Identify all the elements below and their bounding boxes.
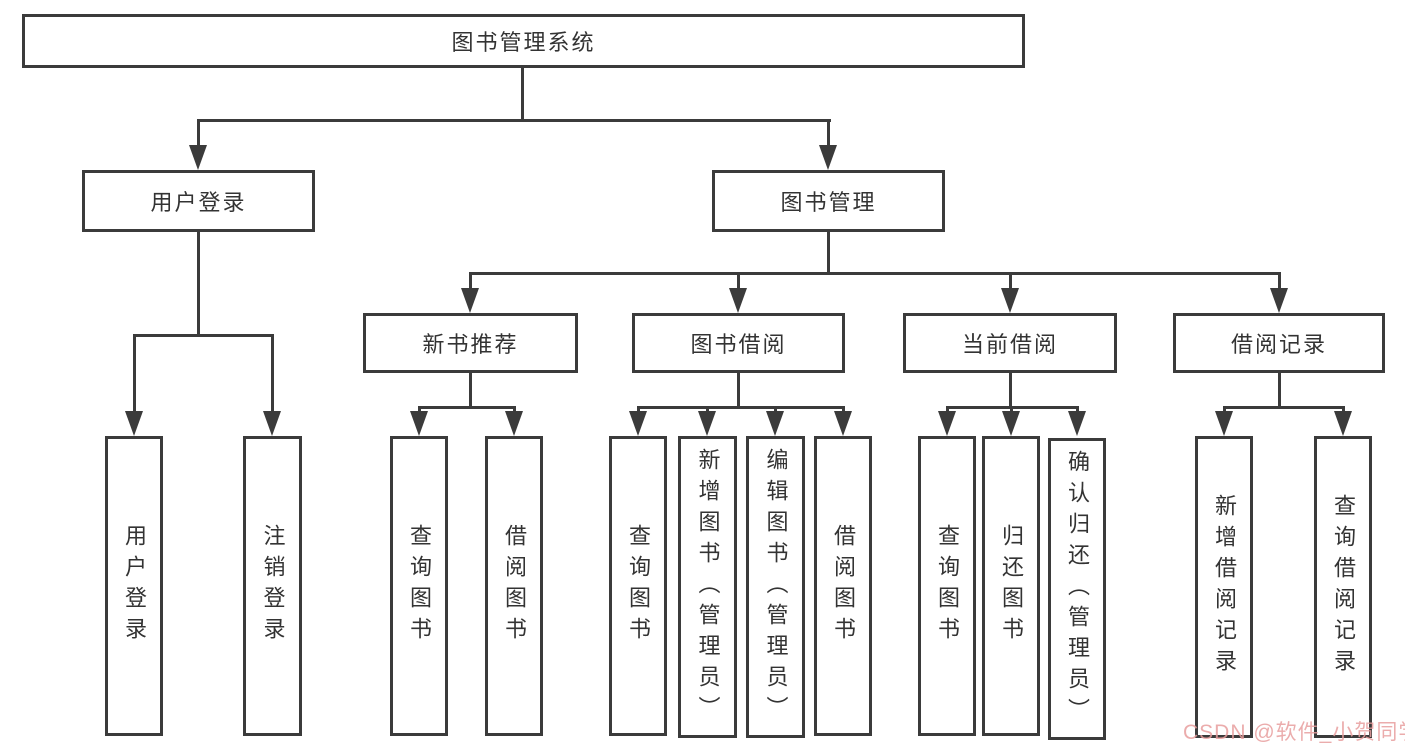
leaf-borrow-books: 借阅图书 [814,436,872,736]
arrow-down-icon [125,411,143,436]
leaf-logout: 注销登录 [243,436,302,736]
connector-line [197,119,200,147]
connector-line [774,406,777,413]
arrow-down-icon [1068,411,1086,436]
arrow-down-icon [410,411,428,436]
connector-line [827,119,830,147]
connector-line [1223,406,1226,413]
node-book-borrow: 图书借阅 [632,313,845,373]
node-book-management: 图书管理 [712,170,945,232]
leaf-recommend-borrow-books: 借阅图书 [485,436,543,736]
connector-line [1278,272,1281,288]
arrow-down-icon [1334,411,1352,436]
leaf-recommend-query-books: 查询图书 [390,436,448,736]
node-user-login: 用户登录 [82,170,315,232]
connector-line [271,334,274,412]
node-new-book-recommend: 新书推荐 [363,313,578,373]
leaf-borrow-query-books: 查询图书 [609,436,667,736]
leaf-current-query-books: 查询图书 [918,436,976,736]
leaf-add-books-admin: 新增图书（管理员） [678,436,737,738]
connector-line [197,232,200,337]
leaf-user-login: 用户登录 [105,436,163,736]
arrow-down-icon [938,411,956,436]
node-borrow-records: 借阅记录 [1173,313,1385,373]
leaf-return-books: 归还图书 [982,436,1040,736]
connector-line [133,334,136,412]
connector-line [946,406,949,413]
connector-line [842,406,845,413]
leaf-add-borrow-record: 新增借阅记录 [1195,436,1253,738]
connector-line [637,406,845,409]
connector-line [1223,406,1345,409]
connector-line [1009,373,1012,409]
leaf-query-borrow-record: 查询借阅记录 [1314,436,1372,738]
connector-line [197,119,831,122]
arrow-down-icon [505,411,523,436]
connector-line [827,232,830,274]
connector-line [418,406,516,409]
arrow-down-icon [698,411,716,436]
connector-line [1342,406,1345,413]
connector-line [1009,272,1012,288]
arrow-down-icon [1001,288,1019,313]
connector-line [513,406,516,413]
node-current-borrow: 当前借阅 [903,313,1117,373]
connector-line [1010,406,1013,413]
node-root-system: 图书管理系统 [22,14,1025,68]
arrow-down-icon [263,411,281,436]
connector-line [637,406,640,413]
connector-line [469,272,472,288]
arrow-down-icon [1002,411,1020,436]
connector-line [706,406,709,413]
arrow-down-icon [729,288,747,313]
connector-line [737,373,740,409]
connector-line [737,272,740,288]
arrow-down-icon [819,145,837,170]
connector-line [418,406,421,413]
arrow-down-icon [189,145,207,170]
connector-line [133,334,273,337]
arrow-down-icon [1215,411,1233,436]
connector-line [521,68,524,122]
connector-line [1278,373,1281,409]
leaf-confirm-return-admin: 确认归还（管理员） [1048,438,1106,740]
watermark: CSDN @软件_小贺同学 [1183,721,1405,744]
connector-line [469,373,472,409]
connector-line [469,272,1280,275]
arrow-down-icon [461,288,479,313]
arrow-down-icon [629,411,647,436]
leaf-edit-books-admin: 编辑图书（管理员） [746,436,805,738]
arrow-down-icon [834,411,852,436]
arrow-down-icon [1270,288,1288,313]
arrow-down-icon [766,411,784,436]
connector-line [1076,406,1079,413]
